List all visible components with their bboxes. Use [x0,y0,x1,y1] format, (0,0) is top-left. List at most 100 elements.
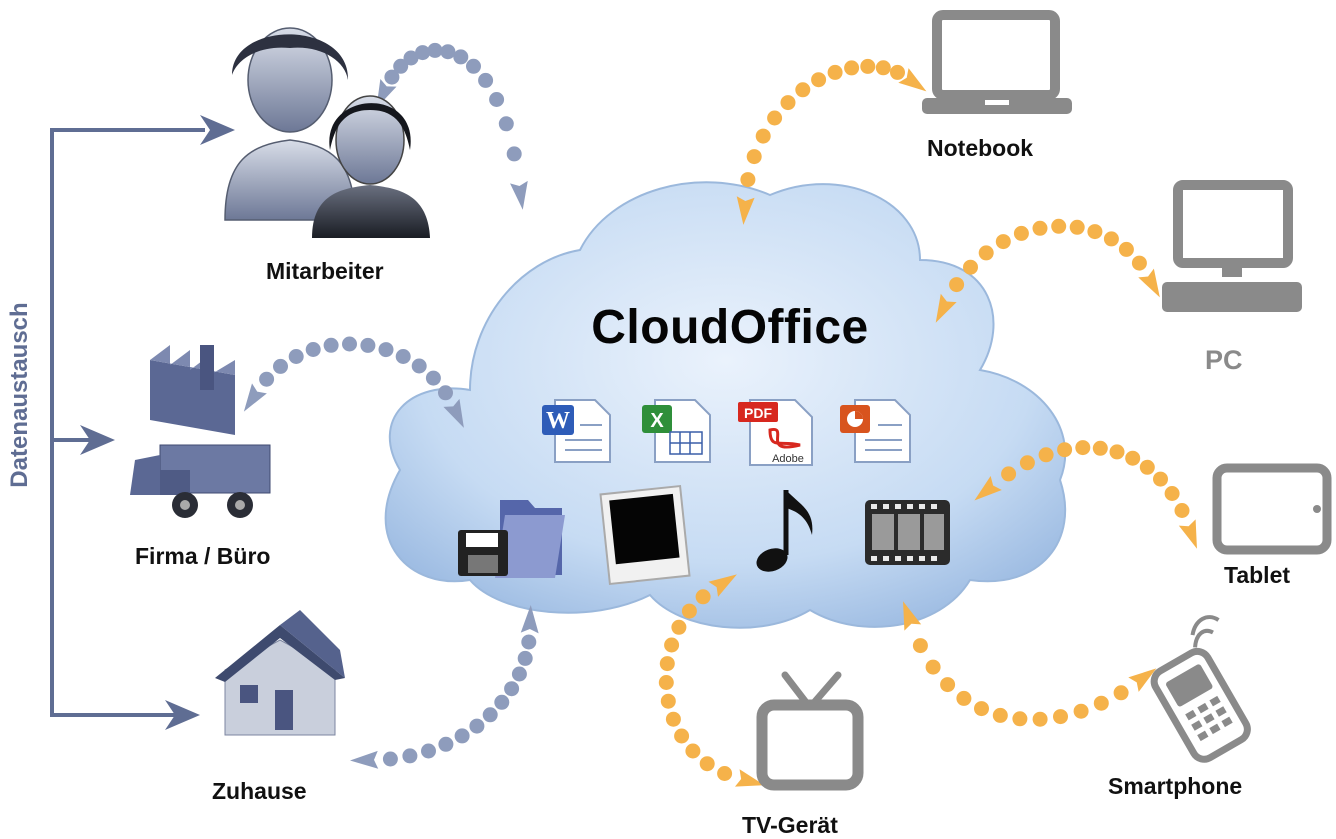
connector-dot-tablet [1001,466,1017,482]
connector-arrow-firma [443,398,464,428]
connector-dot-employees [478,72,494,88]
connector-dot-pc [1032,220,1048,236]
connector-dot-employees [466,58,481,74]
connector-arrow-zuhause [520,605,539,634]
connector-dot-smartphone [974,701,989,717]
folder-save-icon [458,500,565,578]
connector-dot-firma [438,385,453,401]
label-zuhause: Zuhause [212,778,307,804]
connector-dot-zuhause [504,681,520,697]
photo-icon [599,484,691,586]
connector-dot-employees [393,58,409,74]
connector-dot-smartphone [940,677,956,693]
connector-dot-firma [425,370,441,386]
connector-dot-pc [1103,231,1119,247]
label-tablet: Tablet [1224,562,1291,588]
connector-dot-notebook [811,72,827,88]
pdf-badge-text: PDF [744,405,772,421]
connector-dot-tv [695,589,711,605]
connector-dot-pc [1118,241,1134,257]
connector-dot-tv [659,656,675,672]
connector-dot-notebook [844,60,860,76]
connector-dot-zuhause [517,650,533,666]
connector-dot-firma [305,342,321,357]
connector-dot-tv [717,766,733,781]
connector-dot-pc [995,234,1011,250]
connector-dot-tv [671,619,687,635]
connector-dot-firma [323,337,339,353]
connector-dot-employees [427,42,443,58]
tv-icon [756,671,864,791]
connector-dot-smartphone [1093,695,1109,711]
adobe-caption: Adobe [772,453,804,465]
connector-dot-tv [665,711,681,727]
label-firma-buero: Firma / Büro [135,543,271,569]
employees-icon [224,27,430,238]
house-icon [215,610,345,736]
connector-dot-zuhause [438,736,454,752]
connector-dot-employees [506,146,522,162]
connector-dot-pc [978,245,994,261]
connector-dot-smartphone [992,707,1008,723]
connector-dot-notebook [860,58,876,74]
connector-dot-tv [664,637,680,653]
connector-dot-zuhause [511,666,527,682]
label-mitarbeiter: Mitarbeiter [266,258,384,284]
connector-dot-tablet [1092,440,1108,456]
connector-arrow-tablet [974,476,1002,501]
connector-dot-firma [259,371,275,387]
connector-dot-smartphone [1113,685,1129,701]
label-notebook: Notebook [927,135,1034,161]
connector-dot-tablet [1075,440,1091,456]
smartphone-icon [1150,615,1251,763]
word-document-icon: W [542,399,611,463]
connector-dot-zuhause [521,634,537,650]
connector-dot-tablet [1174,503,1190,518]
connector-dot-employees [489,92,505,107]
connector-dot-zuhause [469,718,485,734]
datenaustausch-label: Datenaustausch [6,302,33,488]
tablet-icon [1212,463,1332,555]
connector-dot-tablet [1109,444,1125,460]
connector-arrow-tv [734,769,765,787]
connector-dot-smartphone [956,690,972,706]
connector-dot-pc [963,259,978,275]
connector-dot-notebook [767,110,783,126]
connector-arrow-smartphone [1128,668,1157,692]
connector-dot-tablet [1139,459,1155,475]
connector-dot-firma [395,349,411,364]
connector-dot-pc [1013,225,1029,241]
connector-dot-zuhause [382,751,398,767]
connector-dot-employees [415,45,431,61]
connector-dot-tv [685,743,701,759]
connector-dot-zuhause [482,707,498,723]
connector-arrow-zuhause [350,750,379,769]
connector-dot-pc [1069,219,1085,235]
connector-dot-notebook [746,149,762,165]
connector-dot-firma [411,358,427,374]
notebook-icon [922,10,1072,114]
music-note-icon [756,490,813,572]
pc-icon [1162,180,1302,312]
connector-arrow-pc [1138,268,1160,298]
connector-dot-notebook [740,172,756,188]
connector-dot-firma [273,358,288,374]
connector-dot-tablet [1019,455,1035,471]
connector-dot-tablet [1153,471,1168,487]
connector-dot-smartphone [1032,711,1048,727]
label-pc: PC [1205,345,1243,375]
label-smartphone: Smartphone [1108,773,1243,799]
connector-arrow-notebook [736,196,755,225]
connector-dot-pc [1131,255,1147,271]
connector-dot-zuhause [421,743,436,759]
connector-dot-tablet [1038,447,1054,463]
connector-dot-smartphone [1073,703,1089,719]
connector-dot-zuhause [402,748,418,764]
connector-dot-notebook [890,64,905,80]
excel-spreadsheet-icon: X [642,399,711,463]
connector-dot-zuhause [494,694,510,710]
connector-dot-tablet [1057,442,1073,458]
connector-arrow-tv [708,574,737,597]
connector-dot-notebook [875,60,891,76]
